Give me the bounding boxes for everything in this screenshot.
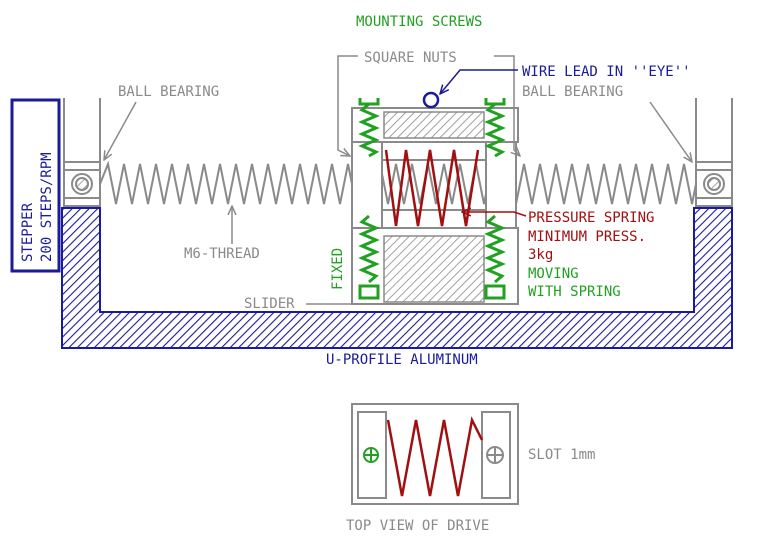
minimum-press-label: MINIMUM PRESS.	[528, 229, 646, 245]
moving-label: MOVING	[528, 266, 579, 282]
mounting-screws-label: MOUNTING SCREWS	[356, 14, 482, 30]
press-value-label: 3kg	[528, 247, 553, 263]
wire-lead-eye	[422, 91, 440, 109]
pressure-spring-leader	[462, 212, 527, 217]
stepper-motor	[10, 98, 61, 273]
wire-lead-label: WIRE LEAD IN ''EYE''	[522, 64, 691, 80]
stepper-steps-label: 200 STEPS/RPM	[39, 152, 55, 262]
mounting-screw-left-bottom	[358, 214, 380, 300]
u-profile-label: U-PROFILE ALUMINUM	[326, 352, 478, 368]
pressure-spring	[384, 149, 480, 227]
top-view-screw-right-icon	[486, 446, 504, 464]
square-nuts-leader	[337, 55, 358, 156]
slider-frame	[351, 141, 517, 229]
with-spring-label: WITH SPRING	[528, 284, 621, 300]
mounting-screw-left-top	[358, 98, 380, 158]
top-view-screw-left-icon	[363, 447, 379, 463]
top-view-drive	[351, 403, 519, 505]
fixed-label: FIXED	[330, 248, 346, 290]
right-bearing	[695, 98, 733, 207]
ball-bearing-right-label: BALL BEARING	[522, 84, 623, 100]
u-profile-aluminum	[61, 207, 733, 349]
ball-bearing-left-leader	[104, 101, 137, 160]
stepper-label: STEPPER	[20, 202, 36, 262]
pressure-spring-label: PRESSURE SPRING	[528, 210, 654, 226]
mounting-screw-right-bottom	[484, 214, 506, 300]
slot-label: SLOT 1mm	[528, 447, 595, 463]
square-nut-bottom	[351, 227, 519, 305]
m6-thread-label: M6-THREAD	[184, 246, 260, 262]
m6-threaded-rod	[99, 160, 697, 205]
left-bearing	[63, 98, 101, 207]
mounting-screw-right-top	[484, 98, 506, 158]
ball-bearing-right-leader	[649, 101, 692, 162]
top-view-label: TOP VIEW OF DRIVE	[346, 518, 489, 534]
ball-bearing-left-label: BALL BEARING	[118, 84, 219, 100]
wire-lead-leader	[440, 69, 518, 94]
slider-label: SLIDER	[244, 296, 295, 312]
square-nuts-leader-right	[494, 55, 520, 156]
square-nuts-label: SQUARE NUTS	[364, 50, 457, 66]
